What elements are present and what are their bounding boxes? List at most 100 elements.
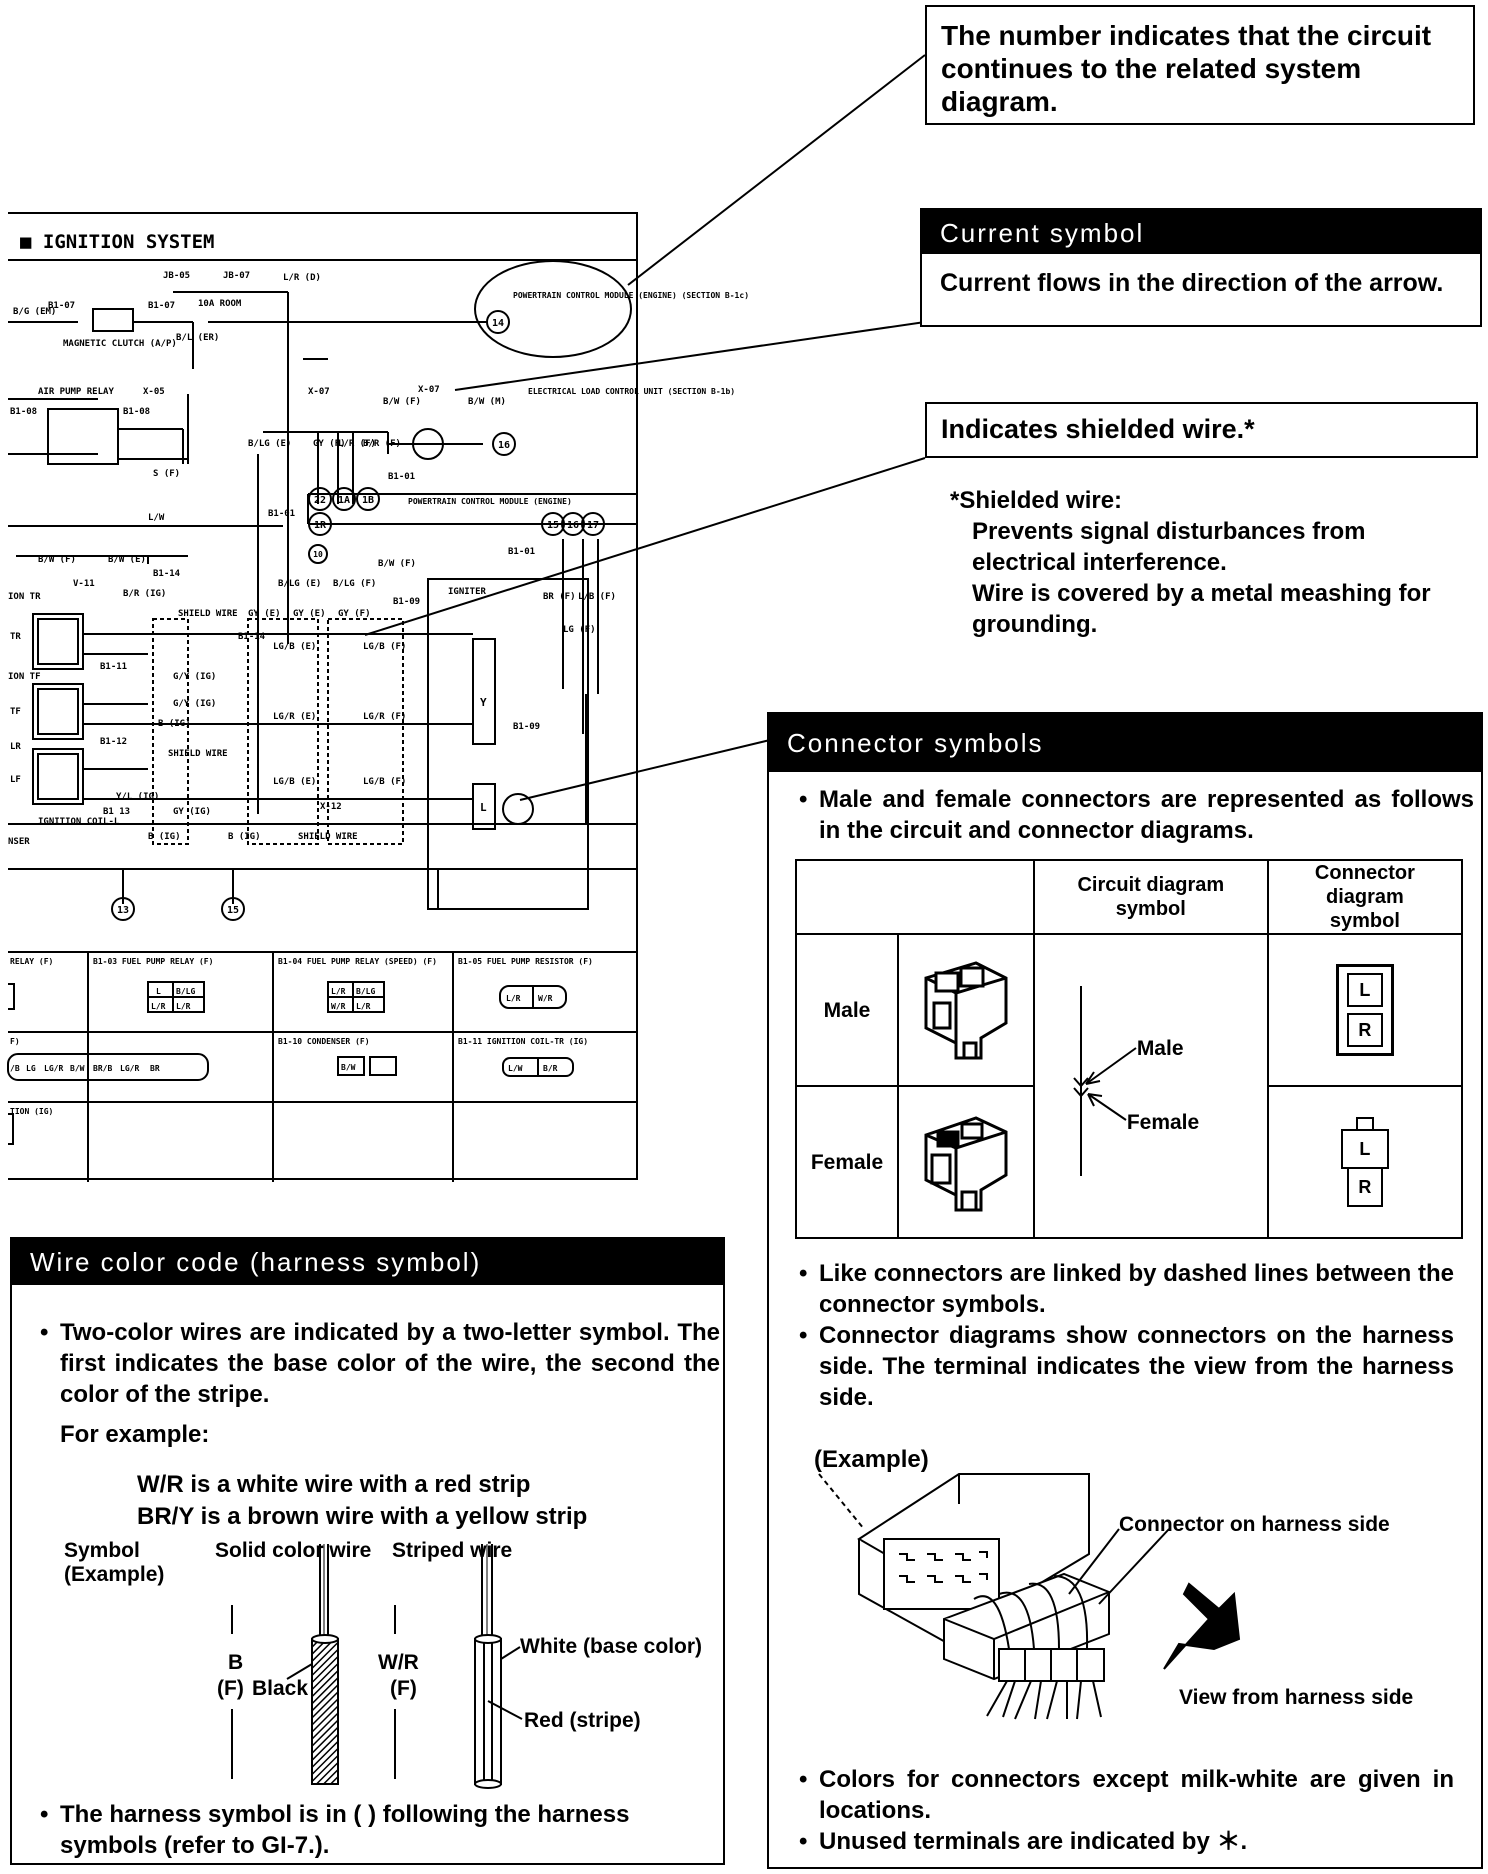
grid-c3-pin-2: B/LG	[356, 987, 375, 996]
label-ion-tf: ION TF	[8, 672, 41, 682]
label-x05: X-05	[143, 387, 165, 397]
label-b-ig2: B (IG)	[148, 832, 181, 842]
label-br-f: B/R (F)	[363, 439, 401, 449]
grid-r2-left-pin-6: LG/R	[120, 1064, 139, 1073]
label-lr-d: L/R (D)	[283, 273, 321, 283]
label-x07a: X-07	[308, 387, 330, 397]
label-lgb-e2: LG/B (E)	[273, 777, 316, 787]
view-from-label: View from harness side	[1179, 1686, 1414, 1709]
label-b101b: B1-01	[268, 509, 295, 519]
male-pin-bottom: R	[1346, 1013, 1383, 1047]
male-connector-diagram: L R	[1335, 964, 1394, 1056]
female-connector-image	[897, 1085, 1035, 1239]
for-example-label: For example:	[60, 1421, 210, 1448]
label-blg-f: B/LG (F)	[333, 579, 376, 589]
label-v11: V-11	[73, 579, 95, 589]
circuit-symbol-svg	[1073, 986, 1137, 1176]
grid-r3-left-title: TION (IG)	[10, 1107, 53, 1116]
solid-wire-label: Solid color wire	[215, 1539, 372, 1562]
num-16: 16	[567, 520, 579, 531]
table-corner	[795, 859, 1035, 935]
black-label: Black	[252, 1677, 309, 1700]
female-connector-tab	[1355, 1117, 1374, 1131]
connector-bullets-bottom: Colors for connectors except milk-white …	[799, 1764, 1454, 1857]
row-male-label: Male	[795, 933, 899, 1087]
label-jb05: JB-05	[163, 271, 190, 281]
wire-color-bullet2-text: The harness symbol is in ( ) following t…	[60, 1801, 630, 1859]
label-b109b: B1-09	[513, 722, 540, 732]
label-s-f: S (F)	[153, 469, 180, 479]
male-pin-top: L	[1346, 973, 1383, 1007]
leader-line-connector	[519, 739, 771, 801]
label-lgb-e: LG/B (E)	[273, 642, 316, 652]
grid-r2-c4-pin-2: B/R	[543, 1064, 558, 1073]
label-tf: TF	[10, 707, 21, 717]
circuit-symbol-cell: Male Female	[1032, 933, 1269, 1239]
label-b101a: B1-01	[388, 472, 415, 482]
col-circuit-header: Circuit diagram symbol	[1032, 859, 1269, 935]
label-b101c: B1-01	[508, 547, 535, 557]
connector-panel: Connector symbols Male and female connec…	[767, 712, 1483, 1869]
label-ign-coil-l: IGNITION COIL-L	[38, 817, 120, 827]
wire-color-bullet2: The harness symbol is in ( ) following t…	[40, 1799, 720, 1861]
label-room: 10A ROOM	[198, 299, 242, 309]
grid-c3-title: B1-04 FUEL PUMP RELAY (SPEED) (F)	[278, 957, 437, 966]
male-connector-image	[897, 933, 1035, 1087]
grid-c4-pin-2: W/R	[538, 994, 553, 1003]
num-15b: 15	[227, 905, 239, 916]
leader-line-current	[454, 321, 926, 391]
grid-c2-pin-4: L/R	[176, 1002, 191, 1011]
grid-r2-left-pin-2: LG	[26, 1064, 36, 1073]
grid-r2-c3-pin: B/W	[341, 1063, 356, 1072]
label-l: L	[480, 801, 487, 814]
connector-bullet5: Unused terminals are indicated by ＊.	[799, 1826, 1454, 1857]
label-b108b: B1-08	[123, 407, 150, 417]
symbol-label-2: (Example)	[64, 1563, 165, 1586]
label-ser: NSER	[8, 837, 30, 847]
label-blg-e2: B/LG (E)	[278, 579, 321, 589]
label-shield-wire3: SHIELD WIRE	[298, 832, 358, 842]
num-1b: 1B	[362, 495, 374, 506]
label-lw: L/W	[148, 513, 165, 523]
grid-r2-c3-title: B1-10 CONDENSER (F)	[278, 1037, 370, 1046]
num-14: 14	[492, 318, 504, 329]
label-pcm-a: POWERTRAIN CONTROL MODULE (ENGINE) (SECT…	[513, 291, 749, 300]
connector-bullet1-text: Male and female connectors are represent…	[819, 786, 1474, 844]
label-bw-f3: B/W (F)	[378, 559, 416, 569]
num-17: 17	[587, 520, 599, 531]
label-x12: X-12	[320, 802, 342, 812]
red-label: Red (stripe)	[524, 1709, 641, 1732]
connector-bullet4: Colors for connectors except milk-white …	[799, 1764, 1454, 1826]
example-label: (Example)	[814, 1446, 929, 1473]
label-b108a: B1-08	[10, 407, 37, 417]
connector-bullet3-text: Connector diagrams show connectors on th…	[819, 1322, 1454, 1411]
row-female-label: Female	[795, 1085, 899, 1239]
grid-r2-c4-title: B1-11 IGNITION COIL-TR (IG)	[458, 1037, 588, 1046]
label-bl-er: B/L (ER)	[176, 333, 219, 343]
connector-bullet2: Like connectors are linked by dashed lin…	[799, 1258, 1454, 1320]
female-connector-icon	[924, 1115, 1008, 1211]
label-bw-f2: B/W (F)	[38, 555, 76, 565]
shielded-note-line2: Wire is covered by a metal meashing for …	[972, 580, 1431, 638]
grid-c3-pin-3: W/R	[331, 1002, 346, 1011]
label-b112: B1-12	[100, 737, 127, 747]
label-b107b: B1-07	[148, 301, 175, 311]
grid-r2-left-pin-5: BR/B	[93, 1064, 112, 1073]
ignition-schematic: ■ IGNITION SYSTEM	[7, 212, 749, 1182]
label-shield-wire: SHIELD WIRE	[178, 609, 238, 619]
num-1a: 1A	[338, 495, 350, 506]
wr-harness: (F)	[390, 1677, 417, 1700]
num-22: 22	[314, 495, 326, 506]
label-blg-e: B/LG (E)	[248, 439, 291, 449]
white-label: White (base color)	[520, 1635, 703, 1658]
label-igniter: IGNITER	[448, 587, 487, 597]
label-shield-wire2: SHIELD WIRE	[168, 749, 228, 759]
grid-c3-pin-1: L/R	[331, 987, 346, 996]
wire-color-header: Wire color code (harness symbol)	[12, 1239, 723, 1285]
connector-bullet5-text: Unused terminals are indicated by ＊.	[819, 1828, 1248, 1855]
example-line-1: W/R is a white wire with a red strip	[137, 1471, 531, 1498]
label-yl-ig: Y/L (IG)	[116, 792, 159, 802]
female-connector-diagram-cell: L R	[1266, 1085, 1464, 1239]
grid-c2-pin-3: L/R	[151, 1002, 166, 1011]
